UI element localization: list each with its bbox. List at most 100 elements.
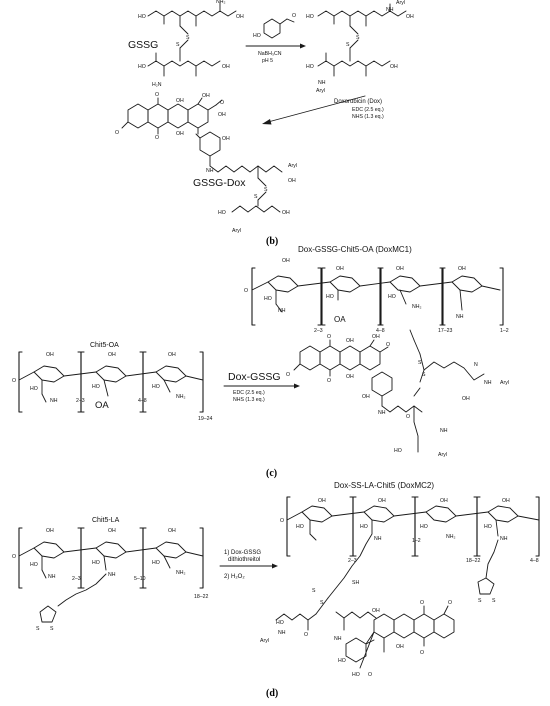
atom-ho: HO [394, 448, 402, 454]
repeat-count: 5–10 [134, 576, 146, 582]
repeat-count: 4–8 [376, 328, 385, 334]
atom-nh: NH [278, 630, 286, 636]
atom-o: O [327, 378, 331, 384]
atom-o: O [448, 600, 452, 606]
atom-oh: OH [176, 98, 184, 104]
reagent-ph: pH 5 [262, 58, 273, 64]
dox-gssg-reagent: Dox-GSSG [228, 371, 281, 383]
atom-ho: HO [92, 560, 100, 566]
atom-oh: OH [462, 396, 470, 402]
atom-oh: OH [390, 64, 398, 70]
atom-nh: NH [108, 572, 116, 578]
atom-nh2: NH₂ [446, 534, 456, 540]
repeat-count: 4–8 [530, 558, 539, 564]
panel-d-letter: (d) [266, 688, 278, 699]
atom-ho: HO [253, 33, 261, 39]
oa-label: OA [334, 315, 346, 324]
atom-s: S [356, 35, 360, 41]
atom-ho: HO [326, 294, 334, 300]
atom-ho: HO [484, 524, 492, 530]
chit5-oa-backbone [18, 351, 204, 413]
atom-nh2: NH₂ [412, 304, 422, 310]
atom-s: S [312, 588, 316, 594]
atom-s: S [478, 598, 482, 604]
atom-ho: HO [30, 386, 38, 392]
atom-nh2: NH₂ [176, 394, 186, 400]
atom-o: O [280, 518, 284, 524]
repeat-count: 18–22 [466, 558, 481, 564]
atom-s: S [418, 360, 422, 366]
atom-s: S [186, 35, 190, 41]
atom-o: O [327, 334, 331, 340]
aryl-label: Aryl [438, 452, 447, 458]
atom-ho: HO [152, 384, 160, 390]
atom-oh: OH [396, 644, 404, 650]
atom-s: S [50, 626, 54, 632]
aryl-label: Aryl [260, 638, 269, 644]
atom-s: S [320, 600, 324, 606]
nhs-amount: NHS (1.3 eq.) [352, 114, 384, 120]
atom-s: S [422, 372, 426, 378]
atom-sh: SH [352, 580, 359, 586]
atom-oh: OH [236, 14, 244, 20]
panel-c-letter: (c) [266, 468, 277, 479]
atom-oh: OH [502, 498, 510, 504]
atom-o: O [155, 135, 159, 141]
chit5-la-title: Chit5-LA [92, 517, 120, 524]
atom-o: O [406, 414, 410, 420]
atom-o: O [12, 378, 16, 384]
atom-nh: NH [456, 314, 464, 320]
repeat-count: 4–8 [138, 398, 147, 404]
atom-ho: HO [306, 14, 314, 20]
atom-oh: OH [440, 498, 448, 504]
atom-oh: OH [46, 528, 54, 534]
atom-n: N [474, 362, 478, 368]
atom-ho: HO [218, 210, 226, 216]
atom-nh2: NH₂ [216, 0, 226, 5]
atom-ho: HO [338, 658, 346, 664]
atom-oh: OH [318, 498, 326, 504]
doxorubicin-core [121, 97, 223, 135]
doxmc1-title: Dox-GSSG-Chit5-OA (DoxMC1) [298, 245, 412, 254]
atom-s: S [176, 42, 180, 48]
oa-label: OA [95, 400, 109, 411]
doxmc2-title: Dox-SS-LA-Chit5 (DoxMC2) [334, 481, 434, 490]
atom-nh2: NH₂ [176, 570, 186, 576]
atom-s: S [346, 42, 350, 48]
atom-nh: NH [378, 410, 386, 416]
atom-oh: OH [108, 528, 116, 534]
aryl-label: Aryl [232, 228, 241, 234]
aldehyde-reagent [263, 18, 295, 39]
atom-ho: HO [138, 14, 146, 20]
atom-oh: OH [168, 352, 176, 358]
doxmc1-backbone [251, 267, 504, 326]
doxmc1-dox-core [293, 329, 485, 453]
atom-nh: NH [440, 428, 448, 434]
atom-h2n: H₂N [152, 82, 162, 88]
chit5-la-backbone [18, 527, 204, 623]
aryl-label: Aryl [396, 0, 405, 6]
reagent-nabh3cn: NaBH₃CN [258, 51, 282, 57]
panel-b-letter: (b) [266, 236, 278, 247]
atom-oh: OH [396, 266, 404, 272]
doxmc2-backbone [286, 496, 540, 599]
repeat-count: 1–2 [412, 538, 421, 544]
atom-oh: OH [288, 178, 296, 184]
atom-o: O [155, 92, 159, 98]
doxmc2-dox-portion [275, 597, 455, 669]
atom-oh: OH [378, 498, 386, 504]
atom-s: S [264, 187, 268, 193]
atom-o: O [292, 13, 296, 19]
atom-oh: OH [372, 334, 380, 340]
atom-nh: NH [50, 398, 58, 404]
gssg-label: GSSG [128, 39, 158, 51]
atom-ho: HO [276, 620, 284, 626]
chit5-oa-title: Chit5-OA [90, 342, 119, 349]
atom-o: O [12, 554, 16, 560]
gssg-aryl-molecule [317, 3, 407, 77]
atom-ho: HO [306, 64, 314, 70]
atom-nh: NH [374, 536, 382, 542]
atom-oh: OH [168, 528, 176, 534]
atom-oh: OH [372, 608, 380, 614]
